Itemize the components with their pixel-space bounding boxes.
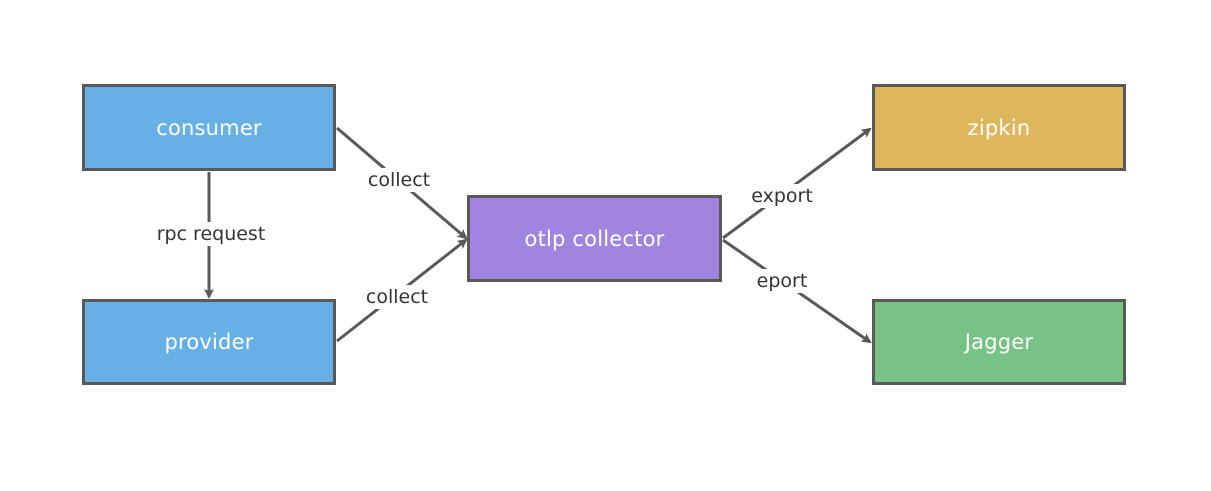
- zipkin-node[interactable]: zipkin: [872, 84, 1126, 171]
- zipkin-export-edge-label: export: [747, 184, 817, 208]
- consumer-node[interactable]: consumer: [82, 84, 336, 171]
- provider-node[interactable]: provider: [82, 299, 336, 385]
- jagger-node-label: Jagger: [964, 330, 1034, 354]
- consumer-collect-edge-label: collect: [363, 168, 435, 192]
- otlp-collector-node-label: otlp collector: [524, 226, 665, 251]
- otlp-collector-node[interactable]: otlp collector: [467, 195, 722, 282]
- jagger-export-edge-label: eport: [752, 269, 812, 293]
- edge-collector-zipkin: [722, 127, 872, 240]
- consumer-node-label: consumer: [156, 115, 262, 140]
- provider-node-label: provider: [164, 330, 254, 354]
- jagger-node[interactable]: Jagger: [872, 299, 1126, 385]
- provider-collect-edge-label: collect: [361, 285, 433, 309]
- zipkin-node-label: zipkin: [967, 115, 1031, 140]
- rpc-request-edge-label: rpc request: [152, 222, 270, 246]
